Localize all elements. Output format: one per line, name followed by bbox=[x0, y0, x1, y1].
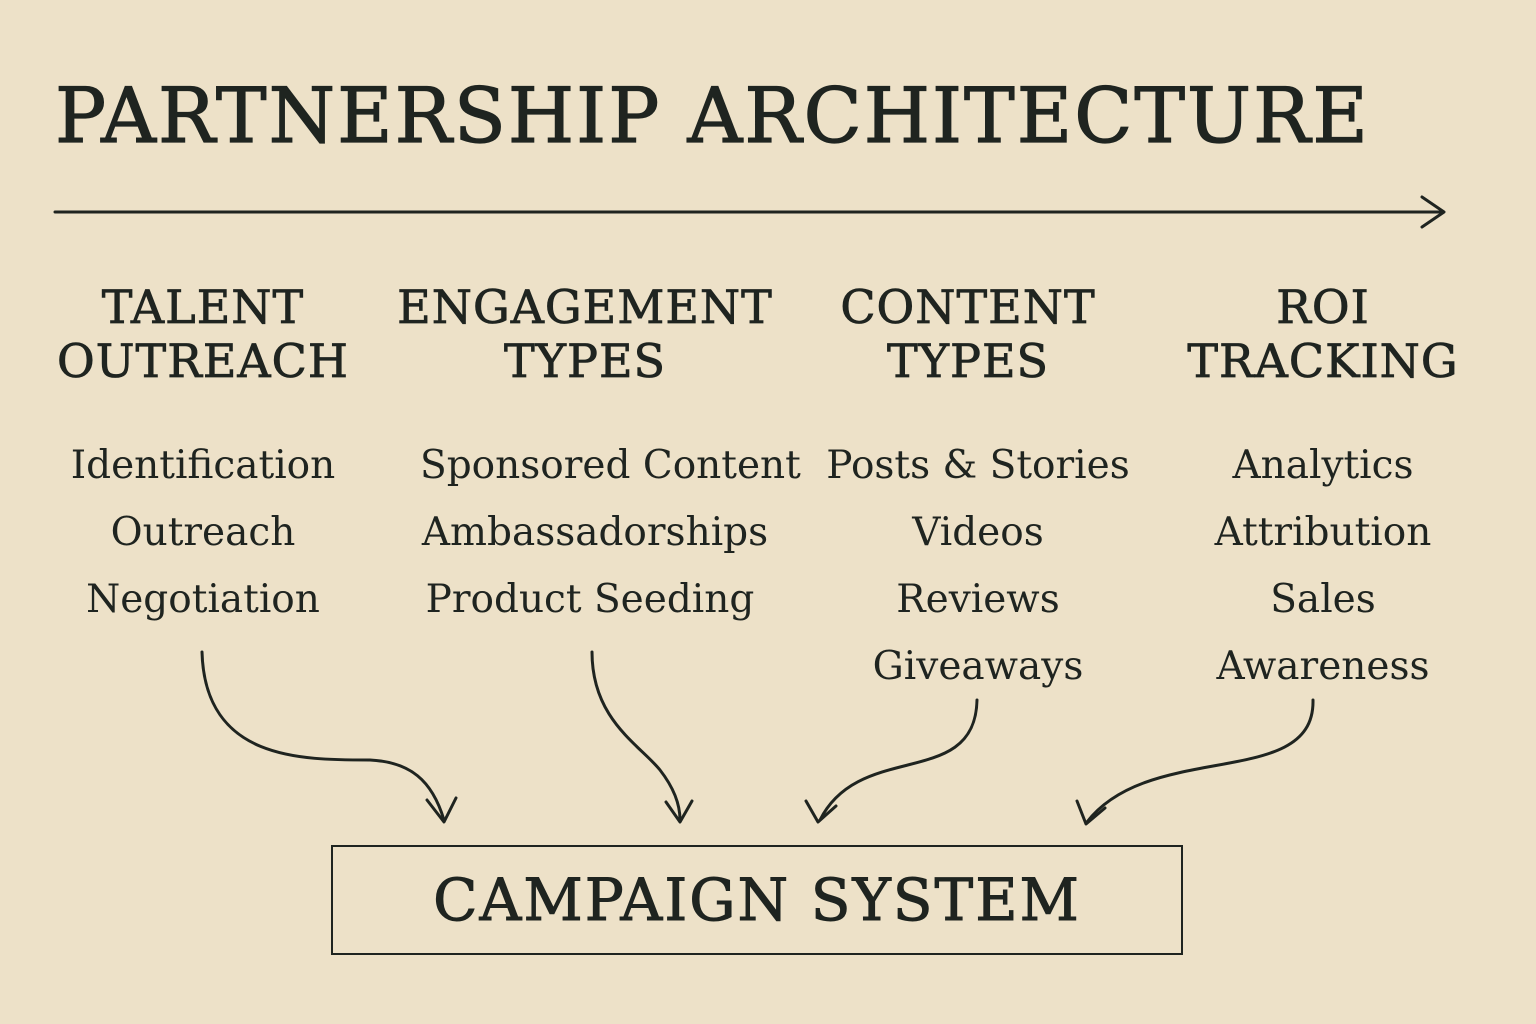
list-item: Outreach bbox=[110, 510, 296, 555]
column-heading: CONTENT TYPES bbox=[840, 280, 1096, 389]
list-item: Posts & Stories bbox=[826, 443, 1130, 488]
list-item: Reviews bbox=[896, 577, 1060, 622]
list-item: Sales bbox=[1270, 577, 1376, 622]
column-item-list: Analytics Attribution Sales Awareness bbox=[1133, 432, 1513, 700]
timeline-arrow bbox=[53, 195, 1446, 229]
column-content-types: CONTENT TYPES Posts & Stories Videos Rev… bbox=[778, 280, 1158, 700]
list-item: Product Seeding bbox=[425, 577, 755, 622]
column-engagement-types: ENGAGEMENT TYPES Sponsored Content Ambas… bbox=[395, 280, 801, 633]
list-item: Attribution bbox=[1214, 510, 1432, 555]
connector-arrow-talent-outreach bbox=[200, 650, 458, 824]
list-item: Ambassadorships bbox=[421, 510, 769, 555]
column-heading: ENGAGEMENT TYPES bbox=[397, 280, 773, 389]
column-item-list: Identification Outreach Negotiation bbox=[13, 432, 393, 633]
campaign-system-box: CAMPAIGN SYSTEM bbox=[331, 845, 1183, 955]
list-item: Negotiation bbox=[86, 577, 320, 622]
column-heading: TALENT OUTREACH bbox=[57, 280, 349, 389]
column-roi-tracking: ROI TRACKING Analytics Attribution Sales… bbox=[1133, 280, 1513, 700]
list-item: Videos bbox=[912, 510, 1044, 555]
list-item: Analytics bbox=[1232, 443, 1414, 488]
list-item: Identification bbox=[70, 443, 336, 488]
column-item-list: Sponsored Content Ambassadorships Produc… bbox=[395, 432, 801, 633]
connector-arrow-engagement-types bbox=[590, 650, 694, 824]
connector-arrow-content-types bbox=[804, 698, 979, 824]
campaign-system-label: CAMPAIGN SYSTEM bbox=[433, 866, 1081, 935]
column-item-list: Posts & Stories Videos Reviews Giveaways bbox=[778, 432, 1158, 700]
connector-arrow-roi-tracking bbox=[1075, 698, 1315, 826]
column-talent-outreach: TALENT OUTREACH Identification Outreach … bbox=[13, 280, 393, 633]
list-item: Awareness bbox=[1216, 644, 1430, 689]
list-item: Sponsored Content bbox=[420, 443, 801, 488]
column-heading: ROI TRACKING bbox=[1187, 280, 1459, 389]
diagram-title: PARTNERSHIP ARCHITECTURE bbox=[54, 71, 1370, 160]
list-item: Giveaways bbox=[872, 644, 1084, 689]
